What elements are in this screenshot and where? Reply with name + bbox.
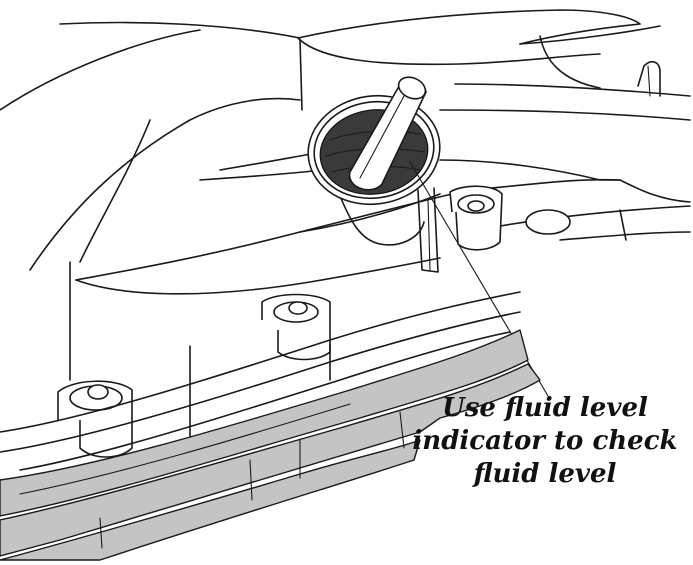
fill-tube-support [339,187,439,273]
bolt-boss-left [57,380,133,458]
callout-line-2: indicator to check [412,426,678,456]
callout-line-3: fluid level [473,459,617,489]
upper-casing [0,9,691,381]
fluid-level-callout: Use fluid level indicator to check fluid… [402,392,688,491]
case-flange [0,291,521,471]
oil-pan [0,329,541,561]
middle-casing [75,145,691,295]
fluid-level-indicator [349,76,427,191]
bolt-boss-center [261,293,331,361]
callout-line-1: Use fluid level [442,393,648,423]
bolt-boss-right [449,185,503,251]
